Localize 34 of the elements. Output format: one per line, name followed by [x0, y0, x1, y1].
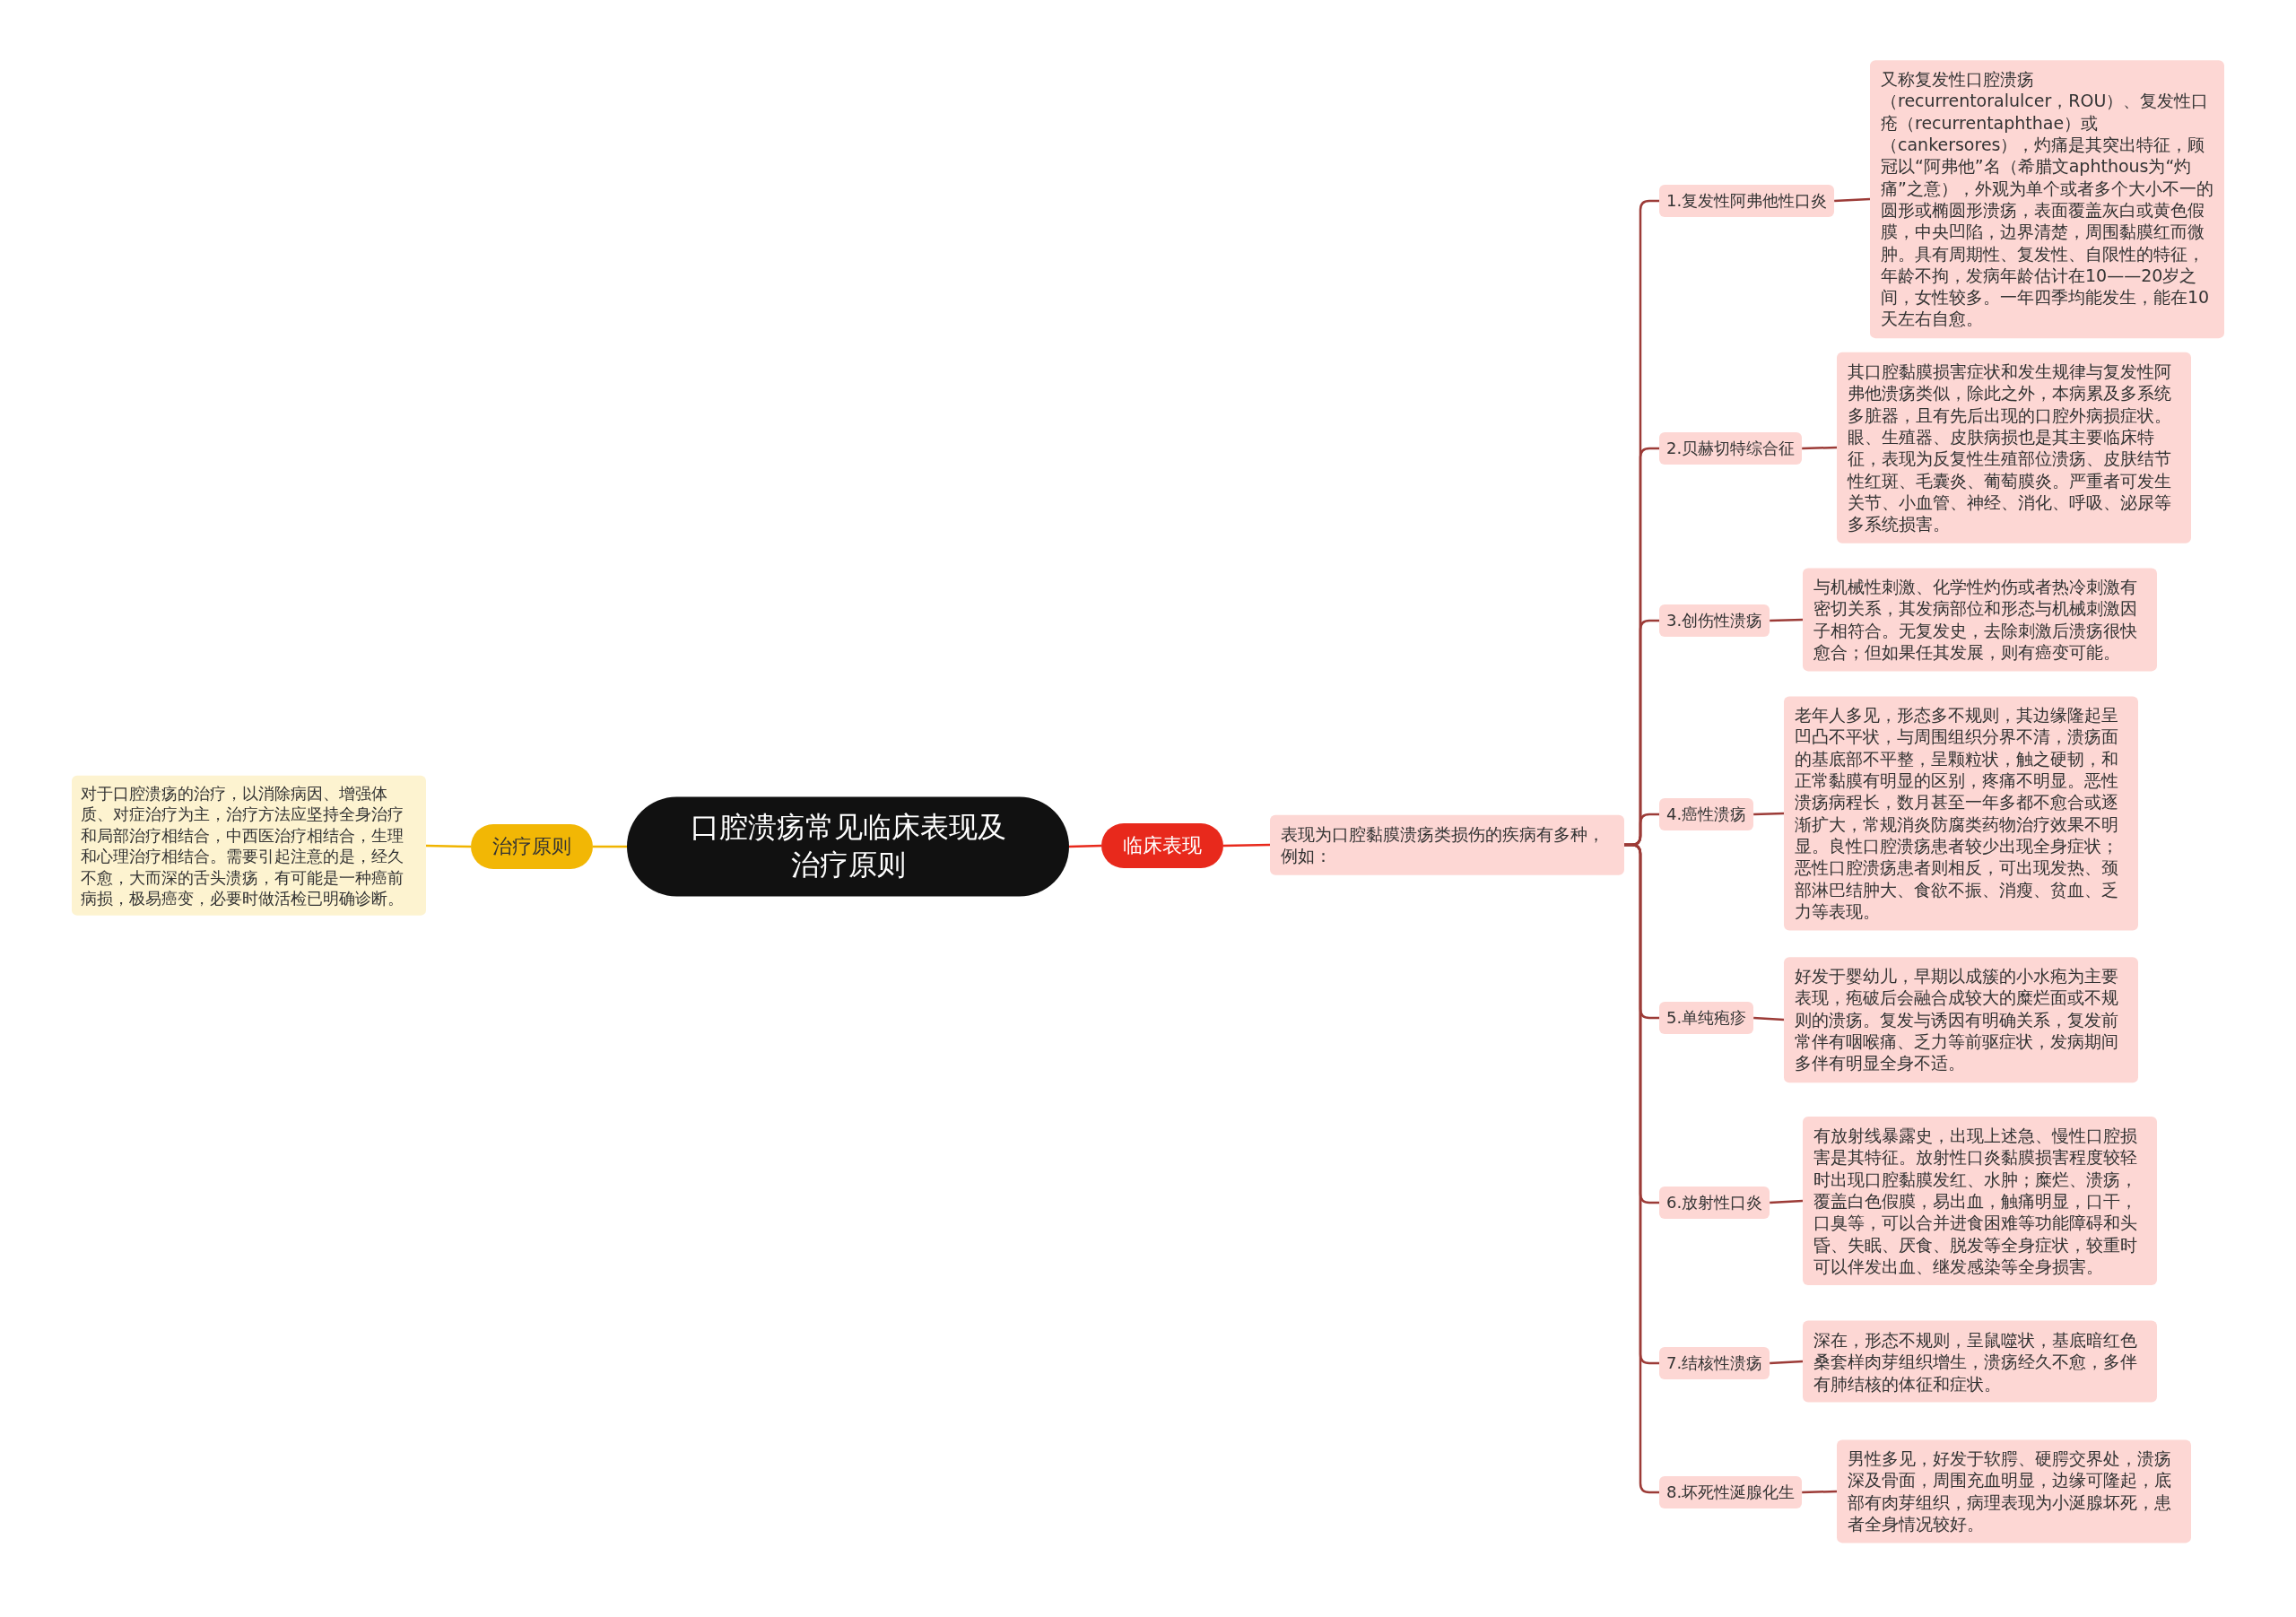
- subtopic-label: 2.贝赫切特综合征: [1659, 432, 1803, 465]
- connector-line: [1834, 197, 1871, 203]
- connector-line: [1068, 844, 1102, 848]
- connector-line: [1802, 1490, 1838, 1494]
- connector-line: [1624, 843, 1659, 1494]
- connector-line: [593, 845, 627, 848]
- note-box: 其口腔黏膜损害症状和发生规律与复发性阿弗他溃疡类似，除此之外，本病累及多系统多脏器，且有先后出现的口腔外病损症状。眼、生殖器、皮肤病损也是其主要临床特征，表现为反复性生殖部位溃疡、皮肤结节性红斑、毛囊炎、葡萄膜炎。严重者可发生关节、小血管、神经、消化、呼吸、泌尿等多系统损害。: [1837, 352, 2191, 543]
- connector-line: [1802, 446, 1838, 450]
- note-box: 对于口腔溃疡的治疗，以消除病因、增强体质、对症治疗为主，治疗方法应坚持全身治疗和局部治疗相结合，中西医治疗相结合，生理和心理治疗相结合。需要引起注意的是，经久不愈，大而深的舌头溃疡，有可能是一种癌前病损，极易癌变，必要时做活检已明确诊断。: [72, 775, 426, 917]
- note-box: 与机械性刺激、化学性灼伤或者热冷刺激有密切关系，其发病部位和形态与机械刺激因子相符合。无复发史，去除刺激后溃疡很快愈合；但如果任其发展，则有癌变可能。: [1803, 568, 2157, 672]
- note-box: 男性多见，好发于软腭、硬腭交界处，溃疡深及骨面，周围充血明显，边缘可隆起，底部有肉芽组织，病理表现为小涎腺坏死，患者全身情况较好。: [1837, 1439, 2191, 1543]
- note-box: 有放射线暴露史，出现上述急、慢性口腔损害是其特征。放射性口炎黏膜损害程度较轻时出现口腔黏膜发红、水肿；糜烂、溃疡，覆盖白色假膜，易出血，触痛明显，口干，口臭等，可以合并进食困难等功能障碍和头昏、失眠、厌食、脱发等全身症状，较重时可以伴发出血、继发感染等全身损害。: [1803, 1116, 2157, 1286]
- connector-line: [425, 844, 472, 848]
- branch-label: 临床表现: [1101, 823, 1223, 868]
- subtopic-label: 4.癌性溃疡: [1659, 798, 1754, 830]
- subtopic-label: 7.结核性溃疡: [1659, 1347, 1770, 1379]
- subtopic-label: 3.创伤性溃疡: [1659, 604, 1770, 637]
- connector-line: [1770, 1199, 1804, 1204]
- subtopic-label: 5.单纯疱疹: [1659, 1002, 1754, 1034]
- note-box: 又称复发性口腔溃疡（recurrentoralulcer，ROU）、复发性口疮（recurrentaphthae）或（cankersores），灼痛是其突出特征，顾冠以“阿弗他”名（希腊文aphthous为“灼痛”之意），外观为单个或者多个大小不一的圆形或椭圆形溃疡，表面覆盖灰白或黄色假膜，中央凹陷，边界清楚，周围黏膜红而微肿。具有周期性、复发性、自限性的特征，年龄不拘，发病年龄估计在10——20岁之间，女性较多。一年四季均能发生，能在10天左右自愈。: [1870, 60, 2224, 338]
- note-box: 深在，形态不规则，呈鼠噬状，基底暗红色桑套样肉芽组织增生，溃疡经久不愈，多伴有肺结核的体征和症状。: [1803, 1320, 2157, 1403]
- subtopic-label: 6.放射性口炎: [1659, 1187, 1770, 1219]
- subtopic-label: 8.坏死性涎腺化生: [1659, 1476, 1803, 1508]
- central-topic: 口腔溃疡常见临床表现及治疗原则: [627, 796, 1069, 897]
- subtopic-label: 1.复发性阿弗他性口炎: [1659, 185, 1835, 217]
- note-box: 老年人多见，形态多不规则，其边缘隆起呈凹凸不平状，与周围组织分界不清，溃疡面的基底部不平整，呈颗粒状，触之硬韧，和正常黏膜有明显的区别，疼痛不明显。恶性溃疡病程长，数月甚至一年多都不愈合或逐渐扩大，常规消炎防腐类药物治疗效果不明显。良性口腔溃疡患者较少出现全身症状；恶性口腔溃疡患者则相反，可出现发热、颈部淋巴结肿大、食欲不振、消瘦、贫血、乏力等表现。: [1784, 696, 2138, 931]
- connector-line: [1222, 843, 1271, 848]
- note-box: 好发于婴幼儿，早期以成簇的小水疱为主要表现，疱破后会融合成较大的糜烂面或不规则的溃疡。复发与诱因有明确关系，复发前常伴有咽喉痛、乏力等前驱症状，发病期间多伴有明显全身不适。: [1784, 957, 2138, 1082]
- connector-line: [1770, 1360, 1804, 1365]
- connector-line: [1753, 1016, 1785, 1021]
- note-box: 表现为口腔黏膜溃疡类损伤的疾病有多种，例如：: [1270, 814, 1624, 875]
- connector-line: [1770, 618, 1804, 622]
- connector-line: [1753, 812, 1785, 816]
- branch-label: 治疗原则: [471, 824, 593, 869]
